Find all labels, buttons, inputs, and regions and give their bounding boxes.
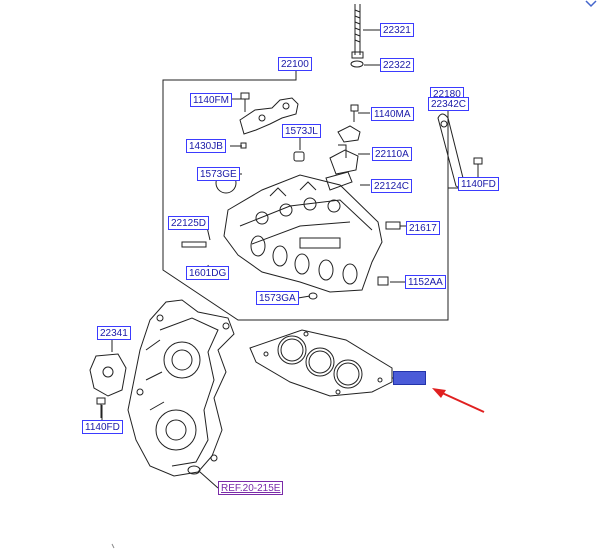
label-1573JL[interactable]: 1573JL	[282, 124, 321, 138]
plate-22341	[89, 353, 127, 397]
label-1140FM[interactable]: 1140FM	[190, 93, 232, 107]
bolt-1140MA	[350, 104, 359, 122]
label-1601DG[interactable]: 1601DG	[186, 266, 230, 280]
label-1140FD-left[interactable]: 1140FD	[82, 420, 123, 434]
plug-1573JL	[293, 151, 305, 162]
bolt-1152AA	[377, 276, 389, 286]
label-1152AA[interactable]: 1152AA	[405, 275, 446, 289]
bolt-1140FD-right	[473, 157, 483, 178]
cam-cap-lower	[329, 149, 359, 175]
label-22311-selected[interactable]: 22311	[393, 371, 427, 385]
label-1573GA[interactable]: 1573GA	[256, 291, 299, 305]
label-1430JB[interactable]: 1430JB	[186, 139, 226, 153]
corner-mark	[585, 0, 597, 8]
bolt-1140FM	[240, 92, 250, 112]
cam-cap-small	[337, 125, 361, 143]
label-1140FD-right[interactable]: 1140FD	[458, 177, 499, 191]
label-22125D[interactable]: 22125D	[168, 216, 210, 230]
label-22341[interactable]: 22341	[97, 326, 131, 340]
label-22124C[interactable]: 22124C	[371, 179, 413, 193]
bolt-1140FD-left	[96, 397, 106, 418]
dowel-22125D	[181, 241, 207, 248]
head-bolt	[351, 4, 380, 59]
camshaft-bearing-cap	[239, 97, 299, 135]
label-22321[interactable]: 22321	[380, 23, 414, 37]
stud-21617	[385, 221, 401, 230]
cylinder-head	[223, 174, 383, 293]
red-arrow	[432, 388, 485, 413]
label-22110A[interactable]: 22110A	[372, 147, 412, 161]
label-21617[interactable]: 21617	[406, 221, 440, 235]
timing-chain-cover	[127, 299, 235, 477]
label-1140MA[interactable]: 1140MA	[371, 107, 414, 121]
label-22100[interactable]: 22100	[278, 57, 312, 71]
washer	[350, 60, 364, 68]
plug-1573GA	[308, 292, 318, 300]
ref-link[interactable]: REF.20-215E	[218, 481, 284, 495]
pin-1430JB	[240, 142, 247, 149]
label-22342C[interactable]: 22342C	[428, 97, 470, 111]
head-assembly-bracket	[162, 70, 449, 321]
head-gasket	[249, 329, 393, 397]
label-1573GE[interactable]: 1573GE	[197, 167, 240, 181]
label-22322[interactable]: 22322	[380, 58, 414, 72]
